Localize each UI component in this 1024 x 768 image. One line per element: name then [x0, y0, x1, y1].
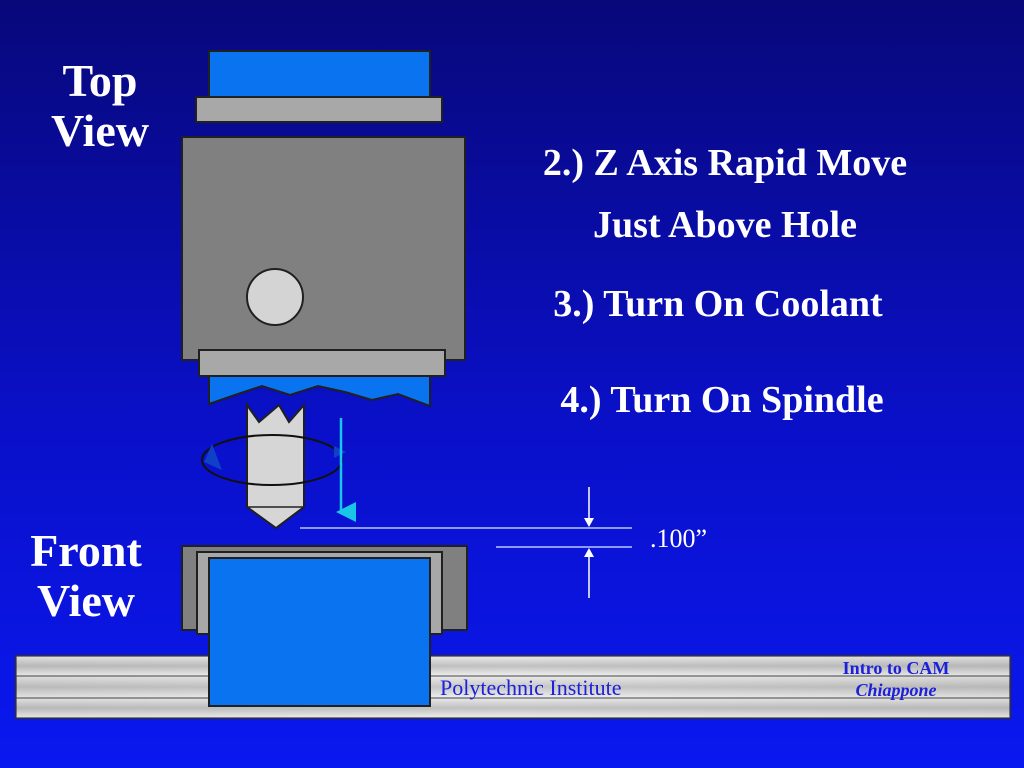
step-2-line1: 2.) Z Axis Rapid Move [542, 142, 908, 184]
clearance-dimension [300, 487, 632, 598]
front-view-vise [181, 545, 468, 707]
front-view-label: Front View [18, 526, 154, 626]
footer-credit: Intro to CAM Chiappone [812, 657, 980, 701]
drill-body [246, 401, 305, 530]
footer-course: Intro to CAM [842, 658, 950, 678]
step-2-text: 2.) Z Axis Rapid Move Just Above Hole [480, 132, 970, 256]
top-view-part [181, 136, 466, 361]
footer-author: Chiappone [855, 680, 937, 700]
step-4-text: 4.) Turn On Spindle [560, 379, 884, 421]
top-view-label: Top View [40, 56, 160, 156]
drill-tool [246, 401, 305, 530]
front-view-label-line1: Front [30, 525, 142, 576]
front-view-label-line2: View [37, 575, 135, 626]
top-view-label-line1: Top [62, 55, 138, 106]
clearance-dimension-label: .100” [650, 524, 708, 553]
top-view-label-line2: View [51, 105, 149, 156]
top-view-hole [246, 268, 304, 326]
front-view-jaw [208, 557, 431, 707]
top-view-moving-jaw-broken [208, 375, 431, 408]
top-view-vise [181, 50, 466, 408]
step-2-line2: Just Above Hole [593, 204, 857, 246]
top-view-jaw-plate [195, 96, 443, 123]
top-view-moving-jaw-plate [198, 349, 446, 377]
top-view-fixed-jaw [208, 50, 431, 98]
step-3-text: 3.) Turn On Coolant [553, 283, 883, 325]
footer-institute: Polytechnic Institute [440, 675, 622, 700]
